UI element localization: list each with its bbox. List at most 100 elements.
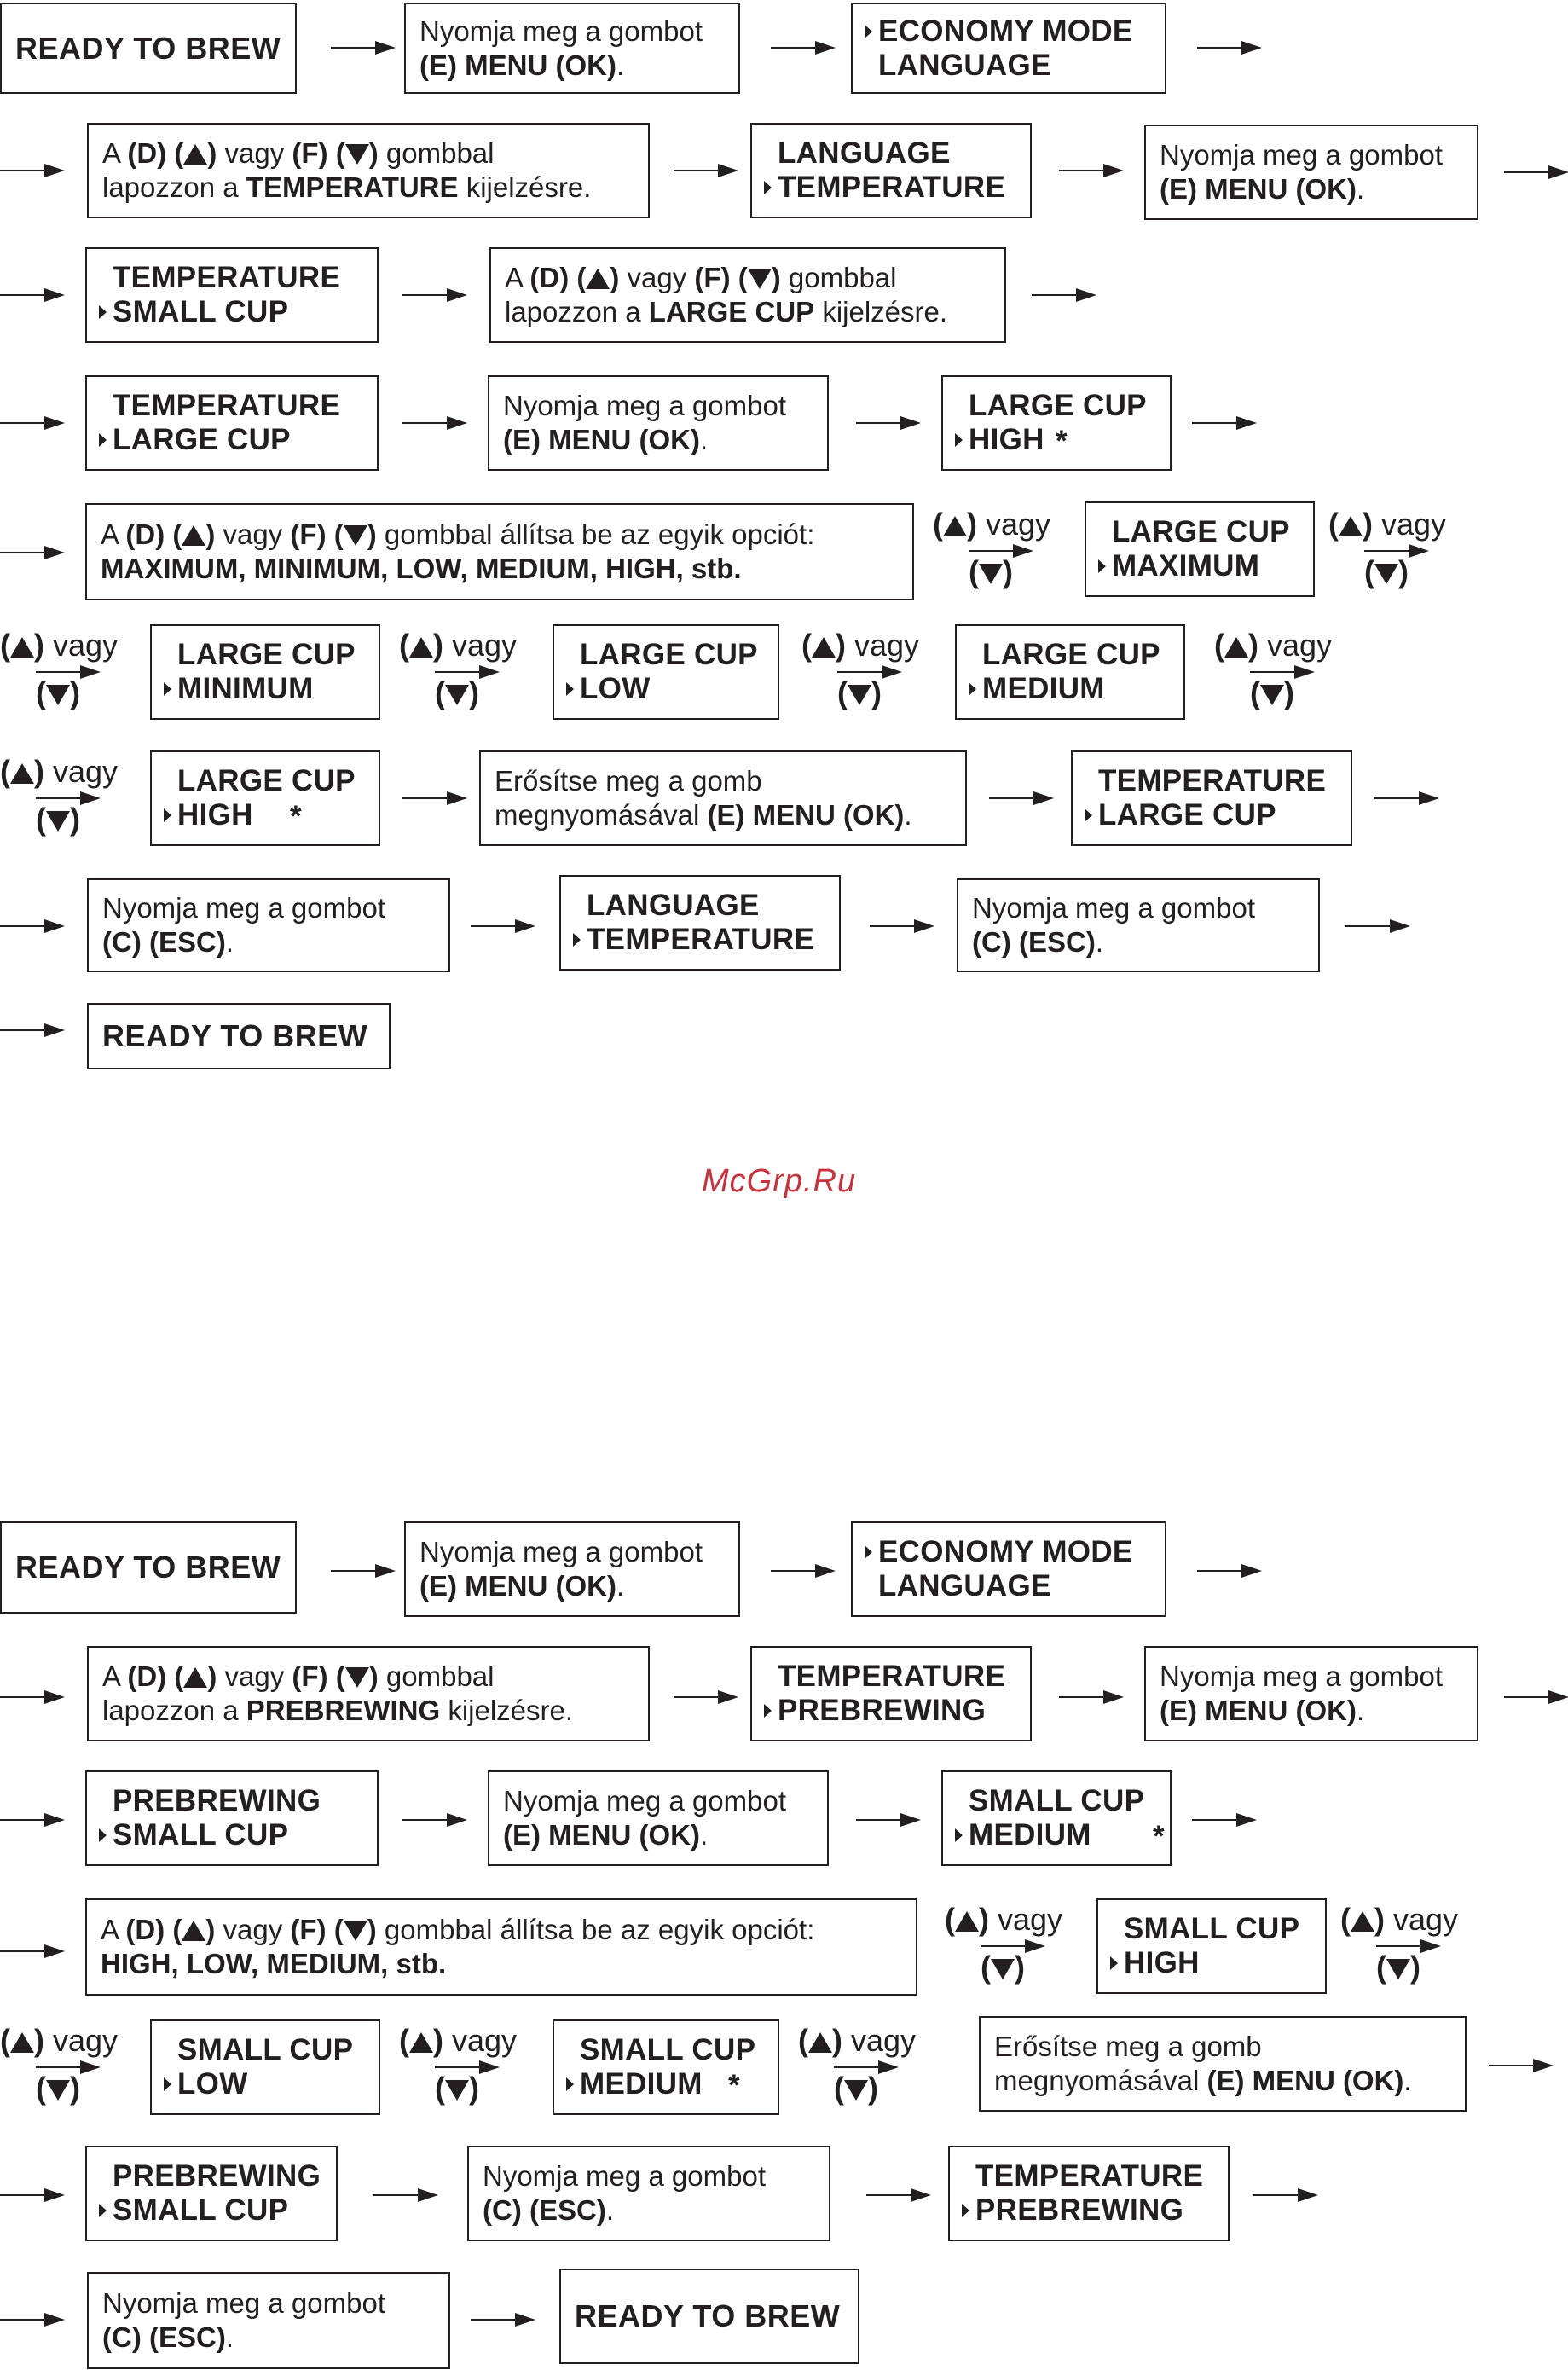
- button-name: (E) MENU (OK): [503, 424, 700, 455]
- display-line: TEMPERATURE: [113, 261, 341, 294]
- down-button-symbol: (): [837, 675, 882, 710]
- down-button-symbol: (): [36, 802, 80, 837]
- text-span: megnyomásával: [495, 799, 700, 831]
- flow-arrow: [837, 662, 902, 682]
- flow-arrow: [0, 1687, 65, 1707]
- press-button-instruction: Nyomja meg a gombot(E) MENU (OK).: [1144, 125, 1478, 220]
- down-triangle-icon: [844, 2080, 868, 2101]
- up-triangle-icon: [1339, 516, 1363, 536]
- up-triangle-icon: [586, 269, 610, 289]
- button-name: (E) MENU (OK): [1160, 1695, 1357, 1726]
- down-triangle-icon: [445, 2080, 469, 2101]
- display-line: LARGE CUP: [99, 423, 363, 457]
- instruction-line: A (D) () vagy (F) () gombbal: [102, 136, 634, 171]
- instruction-line: (E) MENU (OK).: [419, 49, 625, 81]
- flow-arrow: [1376, 1936, 1441, 1956]
- up-or-down-step: () vagy(): [399, 2023, 544, 2106]
- text-span: A: [505, 262, 523, 293]
- flow-arrow: [402, 413, 467, 433]
- flow-arrow: [402, 285, 467, 305]
- text-span: lapozzon a: [102, 1695, 239, 1726]
- flow-arrow: [0, 916, 65, 936]
- press-button-instruction: Nyomja meg a gombot(C) (ESC).: [957, 878, 1320, 972]
- up-or-label: () vagy: [1214, 628, 1332, 663]
- flow-arrow: [435, 2057, 500, 2077]
- text-span: LARGE CUP: [648, 296, 815, 327]
- up-triangle-icon: [955, 1911, 979, 1932]
- up-button-symbol: (): [0, 628, 44, 663]
- instruction-line: HIGH, LOW, MEDIUM, stb.: [101, 1947, 902, 1981]
- down-triangle-icon: [991, 1959, 1015, 1979]
- option-list: MAXIMUM, MINIMUM, LOW, MEDIUM, HIGH, stb…: [101, 553, 742, 584]
- display-text: READY TO BREW: [102, 1018, 368, 1053]
- instruction-line: lapozzon a PREBREWING kijelzésre.: [102, 1694, 634, 1728]
- display-line: LANGUAGE: [587, 889, 760, 922]
- up-or-label: () vagy: [1340, 1902, 1458, 1938]
- flow-arrow: [471, 2309, 535, 2330]
- down-button-symbol: (): [981, 1950, 1025, 1985]
- display-line: MINIMUM: [164, 672, 365, 706]
- text-span: lapozzon a: [505, 296, 641, 327]
- flow-arrow: [331, 1561, 396, 1581]
- display-line: MEDIUM: [566, 2067, 764, 2101]
- selected-star: *: [1153, 1820, 1165, 1853]
- flow-arrow: [36, 2057, 101, 2077]
- button-name: (C) (ESC): [483, 2194, 606, 2226]
- down-triangle-icon: [343, 525, 367, 546]
- display-line: LANGUAGE: [878, 48, 1051, 82]
- text-span: TEMPERATURE: [246, 171, 459, 203]
- display-line: SMALL CUP: [580, 2033, 756, 2066]
- button-name: (C) (ESC): [102, 2321, 226, 2353]
- display-line: ECONOMY MODE: [865, 1535, 1151, 1569]
- flow-arrow: [981, 1936, 1045, 1956]
- up-button-symbol: (): [933, 507, 977, 542]
- flow-arrow: [0, 2185, 65, 2205]
- up-or-down-step: () vagy(): [933, 507, 1078, 589]
- up-or-label: () vagy: [933, 507, 1050, 542]
- up-triangle-icon: [182, 1921, 206, 1941]
- instruction-line: Nyomja meg a gombot: [503, 390, 786, 421]
- text-span: gombbal: [788, 262, 897, 293]
- text-span: megnyomásával: [994, 2065, 1200, 2096]
- flow-arrow: [1192, 413, 1257, 433]
- up-triangle-icon: [182, 525, 206, 546]
- flow-arrow: [1197, 1561, 1262, 1581]
- up-or-down-step: () vagy(): [1328, 507, 1473, 589]
- text-span: gombbal állítsa be az egyik opciót:: [384, 1914, 815, 1945]
- down-button-symbol: (): [36, 675, 80, 710]
- flow-arrow: [471, 916, 535, 936]
- display-line: TEMPERATURE: [975, 2159, 1204, 2193]
- up-triangle-icon: [10, 763, 34, 784]
- instruction-line: MAXIMUM, MINIMUM, LOW, MEDIUM, HIGH, stb…: [101, 552, 899, 586]
- text-span: A: [101, 519, 119, 550]
- press-button-instruction: Nyomja meg a gombot(E) MENU (OK).: [404, 3, 740, 94]
- text-span: A: [102, 1660, 120, 1692]
- up-triangle-icon: [183, 1667, 208, 1688]
- instruction-line: A (D) () vagy (F) () gombbal állítsa be …: [101, 518, 899, 552]
- display-line: LARGE CUP: [1112, 515, 1290, 548]
- up-button-symbol: (): [1328, 507, 1373, 542]
- display-line: SMALL CUP: [1124, 1912, 1300, 1945]
- down-button-symbol: (): [969, 554, 1013, 589]
- text-span: vagy: [53, 754, 119, 789]
- instruction-line: lapozzon a LARGE CUP kijelzésre.: [505, 295, 991, 329]
- instruction-line: (C) (ESC).: [483, 2194, 614, 2226]
- flow-arrow: [834, 2057, 899, 2077]
- up-triangle-icon: [409, 637, 433, 658]
- display-line: LARGE CUP: [177, 764, 356, 797]
- flow-arrow: [1059, 1687, 1124, 1707]
- instruction-line: Erősítse meg a gomb: [994, 2031, 1262, 2062]
- flow-arrow: [969, 541, 1033, 561]
- flow-arrow: [989, 788, 1054, 808]
- display-line: LOW: [566, 672, 764, 706]
